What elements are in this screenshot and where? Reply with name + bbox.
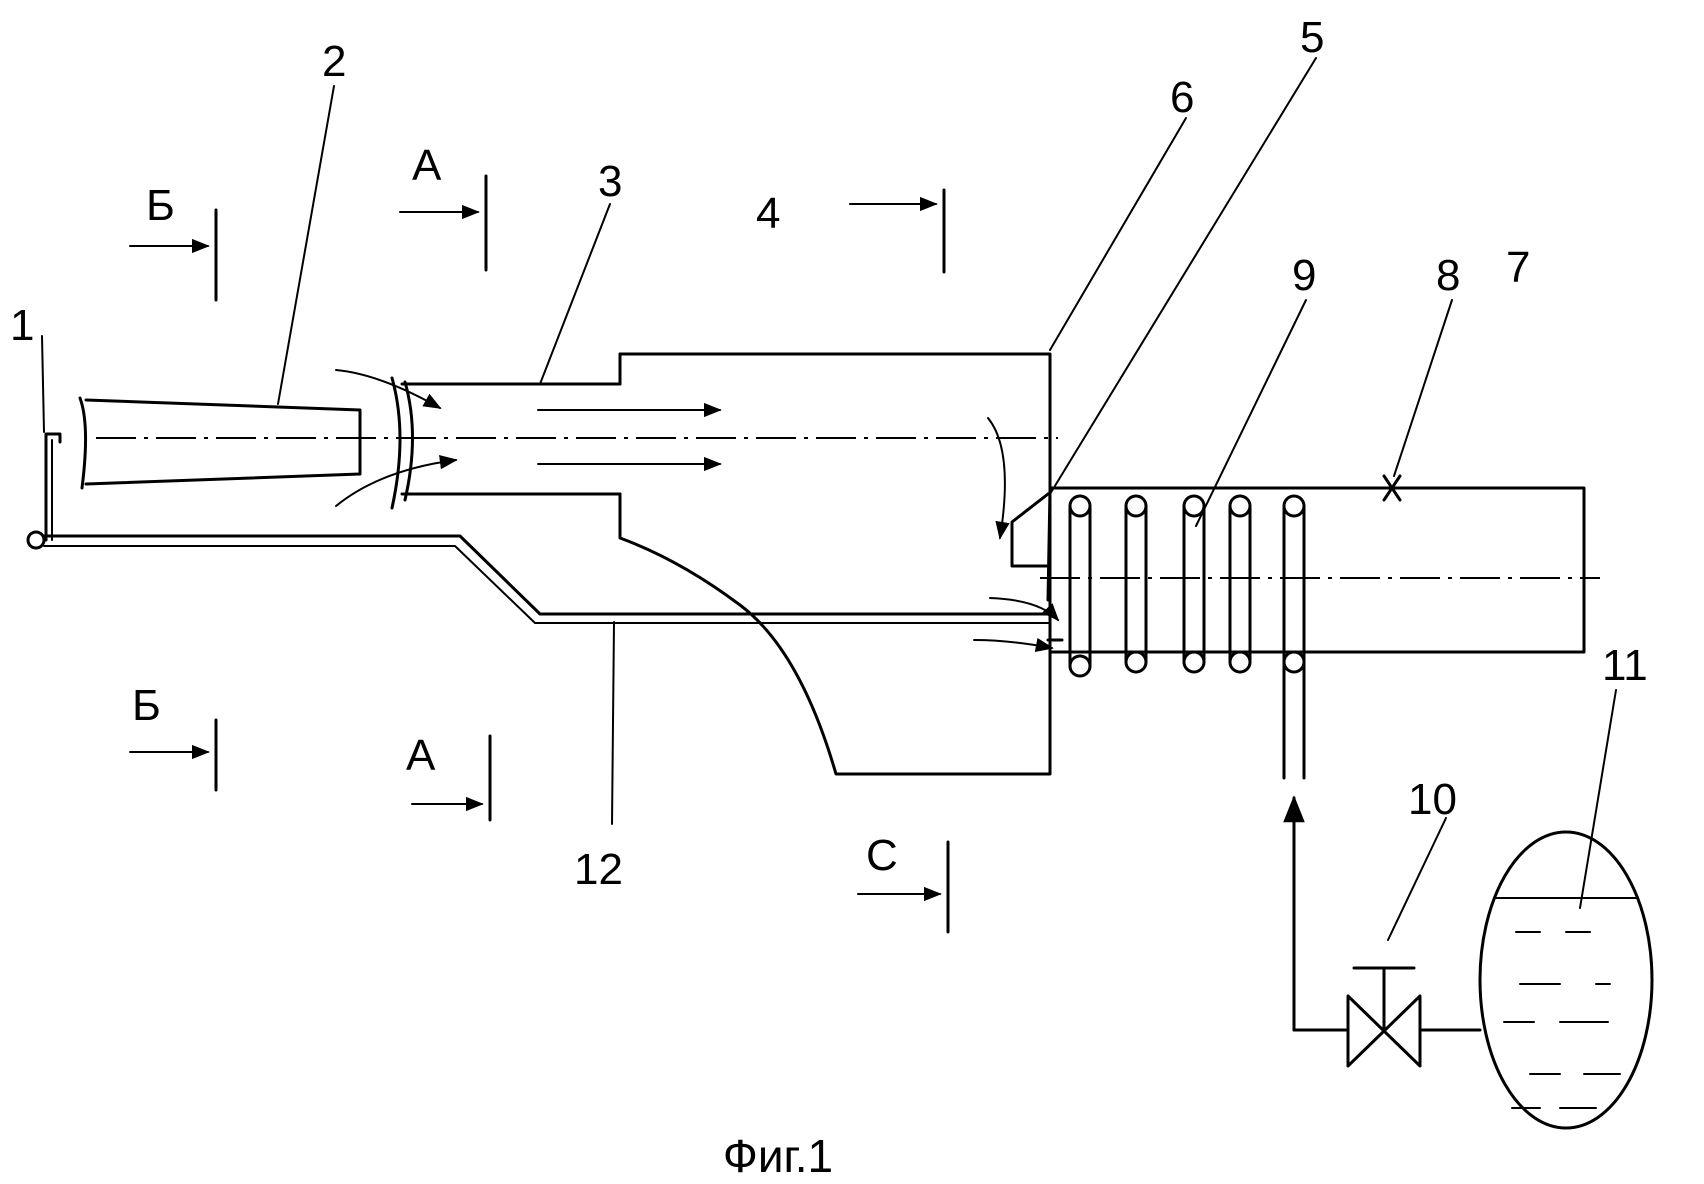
label-part-10: 10 xyxy=(1408,775,1457,824)
flow-arrows xyxy=(335,369,1060,653)
label-part-2: 2 xyxy=(322,37,346,86)
leader-lines xyxy=(41,57,1617,941)
label-part-12: 12 xyxy=(574,845,623,894)
coil-3 xyxy=(1182,494,1206,674)
label-part-3: 3 xyxy=(598,157,622,206)
part-9-coil xyxy=(1068,494,1306,780)
center-lines xyxy=(96,437,1600,579)
part-5-baffle xyxy=(1010,492,1052,568)
part-8-marker xyxy=(1382,474,1402,502)
label-part-6: 6 xyxy=(1170,73,1194,122)
label-section-a-bottom: А xyxy=(406,731,436,780)
section-markers xyxy=(129,174,950,934)
part-10-valve xyxy=(1346,966,1422,1068)
label-section-a-top: А xyxy=(412,141,442,190)
label-part-5: 5 xyxy=(1300,13,1324,62)
label-section-c: С xyxy=(866,831,898,880)
label-section-b-bottom: Б xyxy=(132,681,161,730)
label-part-7: 7 xyxy=(1506,243,1530,292)
part-2-nozzle xyxy=(78,396,362,490)
label-part-4: 4 xyxy=(756,189,780,238)
part-1-probe xyxy=(26,432,62,550)
label-section-b-top: Б xyxy=(146,181,175,230)
part-11-tank xyxy=(1478,830,1654,1130)
feed-line xyxy=(1283,795,1482,1032)
section-labels: Б Б А А С xyxy=(132,141,898,880)
label-part-11: 11 xyxy=(1602,641,1648,690)
coil-5 xyxy=(1282,494,1306,780)
label-part-1: 1 xyxy=(10,301,34,350)
coil-2 xyxy=(1124,494,1148,674)
coil-4 xyxy=(1228,494,1252,674)
figure-caption: Фиг.1 xyxy=(723,1130,833,1182)
part-3-ejector xyxy=(390,376,622,510)
part-4-chamber xyxy=(618,352,1052,776)
label-part-9: 9 xyxy=(1292,251,1316,300)
label-part-8: 8 xyxy=(1436,251,1460,300)
coil-1 xyxy=(1068,494,1092,678)
part-labels: 1 2 3 4 5 6 7 8 9 10 11 12 xyxy=(10,13,1648,894)
part-12-duct xyxy=(42,534,1052,624)
